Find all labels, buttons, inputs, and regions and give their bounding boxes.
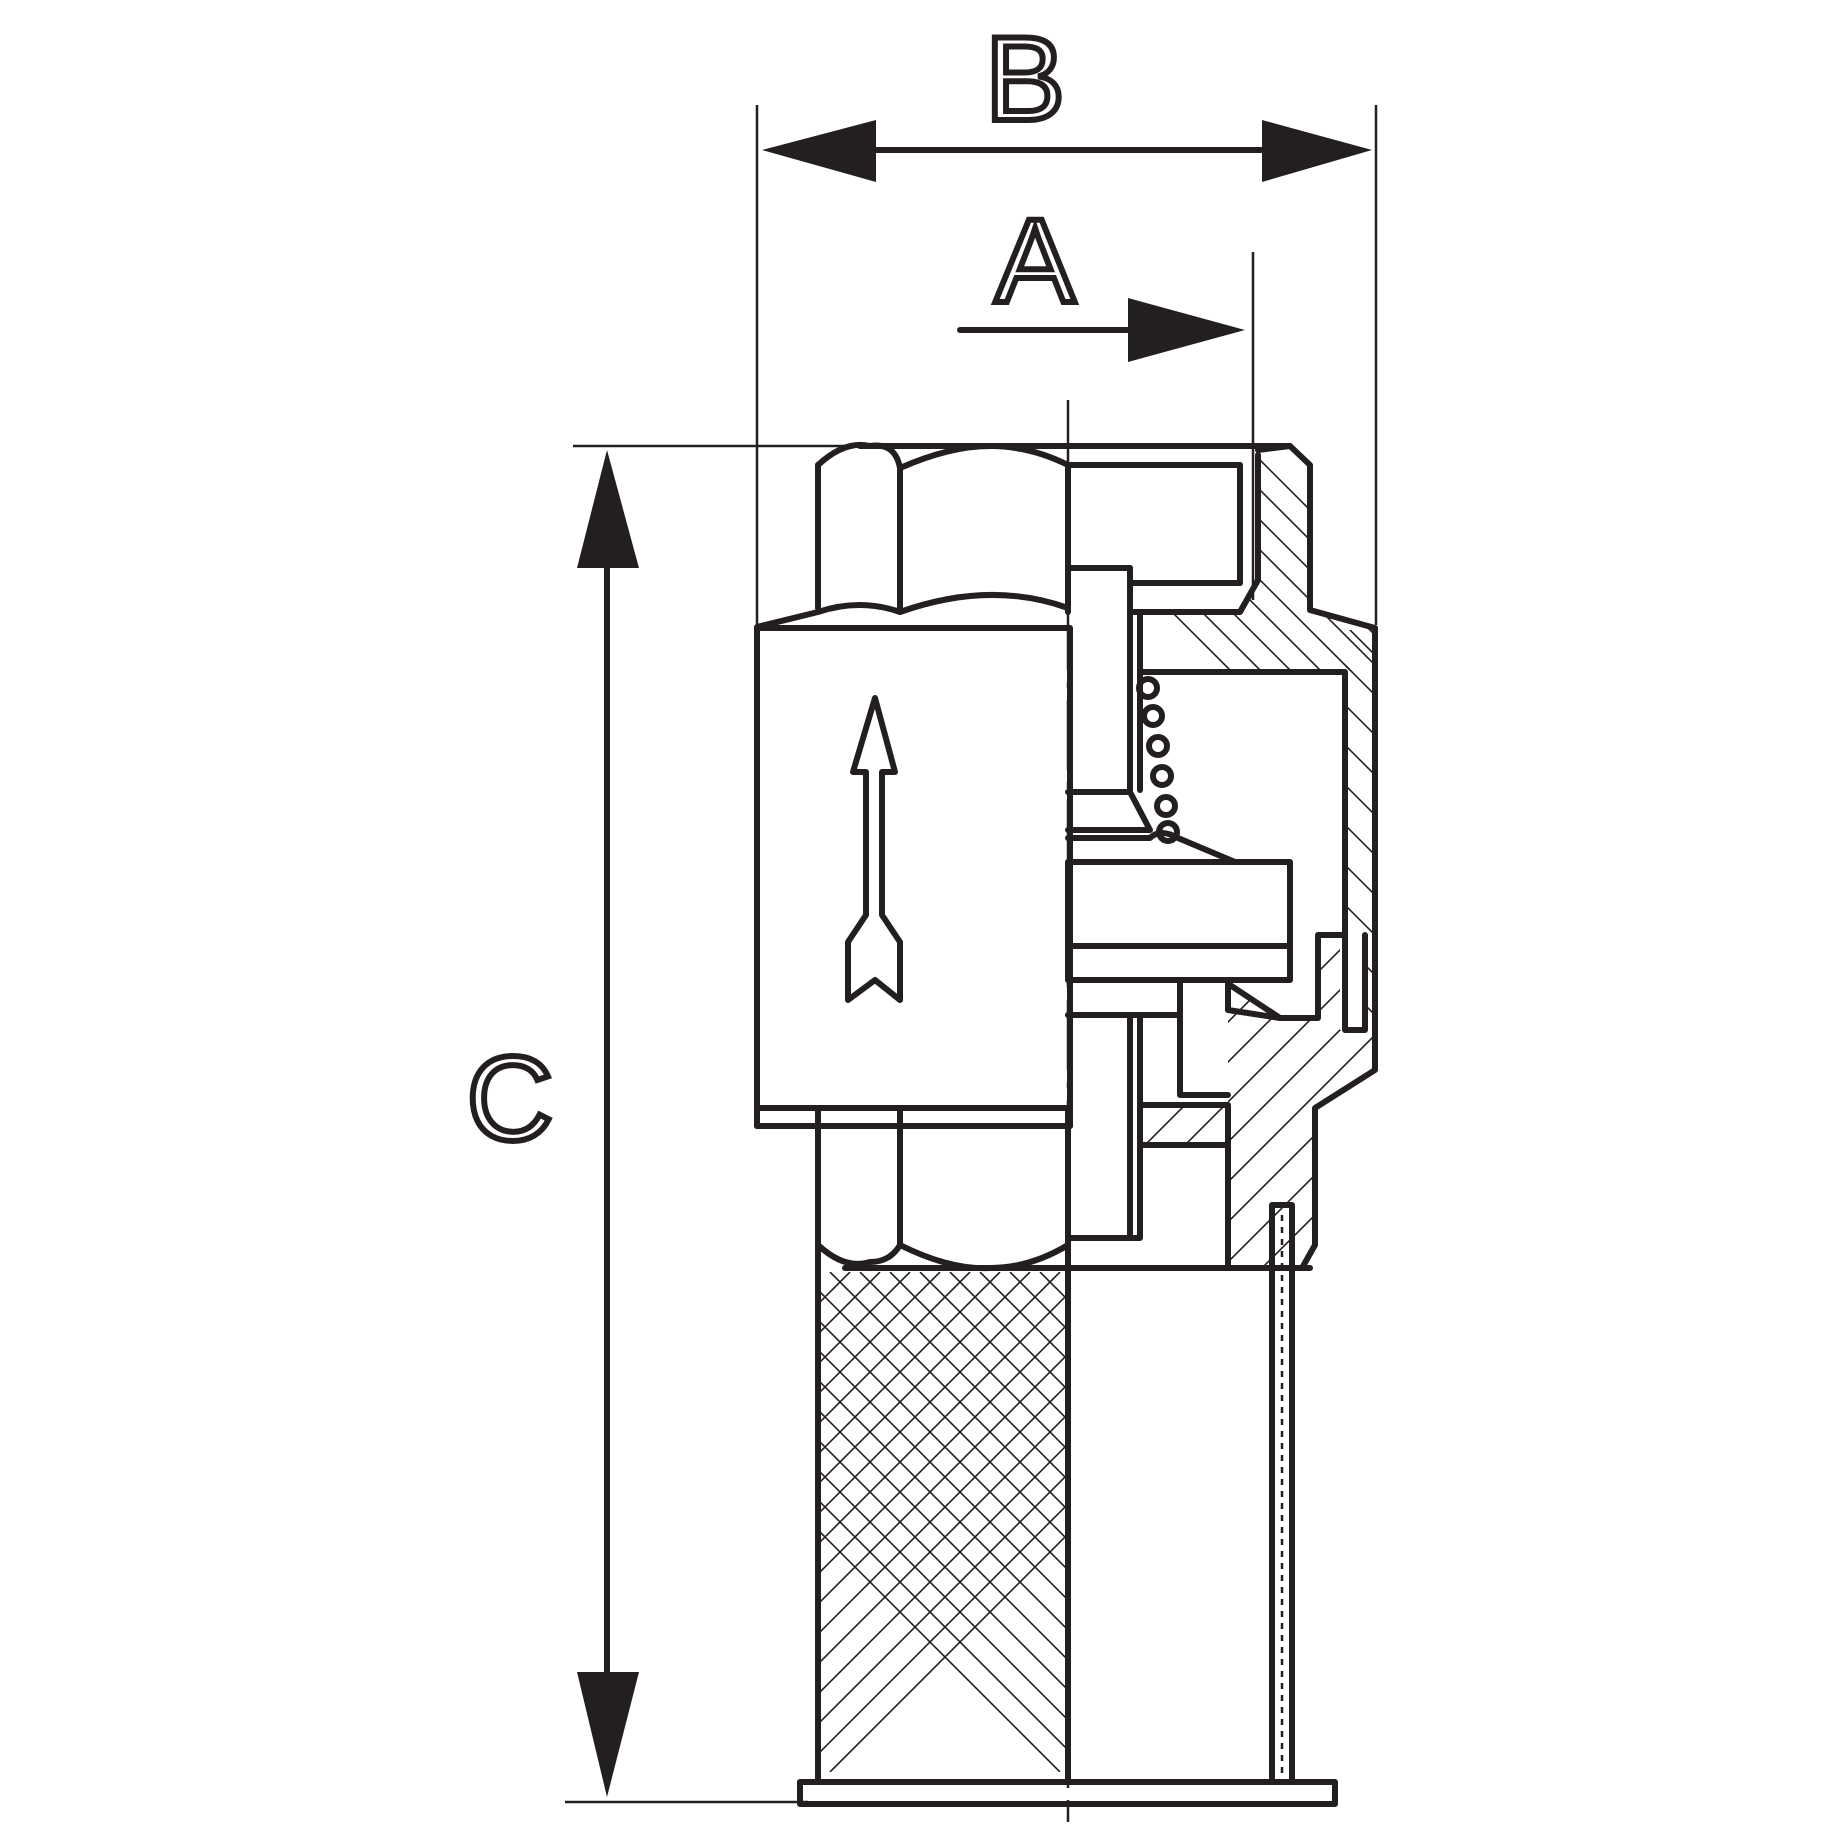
valve-body: [754, 625, 1073, 1129]
arrowhead-a: [1128, 298, 1245, 362]
dimension-c: [565, 444, 860, 1804]
base-plate: [797, 1779, 1338, 1807]
arrowhead-bottom: [577, 1672, 639, 1797]
sectional-view: [1065, 443, 1378, 1271]
dimension-b-label: B: [985, 12, 1065, 146]
upper-hex-nut: [754, 441, 1293, 630]
flow-direction-arrow: [845, 695, 903, 1003]
arrowhead-left: [762, 120, 876, 182]
strainer-side-wall: [1269, 1202, 1295, 1785]
dimension-c-label: C: [467, 1032, 554, 1166]
arrowhead-top: [577, 450, 639, 568]
hatch-right: [1345, 630, 1375, 1032]
strainer-mesh: [815, 1242, 1071, 1785]
dimension-a: [957, 252, 1255, 600]
dimension-b: [755, 105, 1378, 625]
dimension-a-label: A: [995, 194, 1075, 328]
arrowhead-right: [1262, 120, 1372, 182]
lower-hex-nut: [815, 1105, 1313, 1272]
